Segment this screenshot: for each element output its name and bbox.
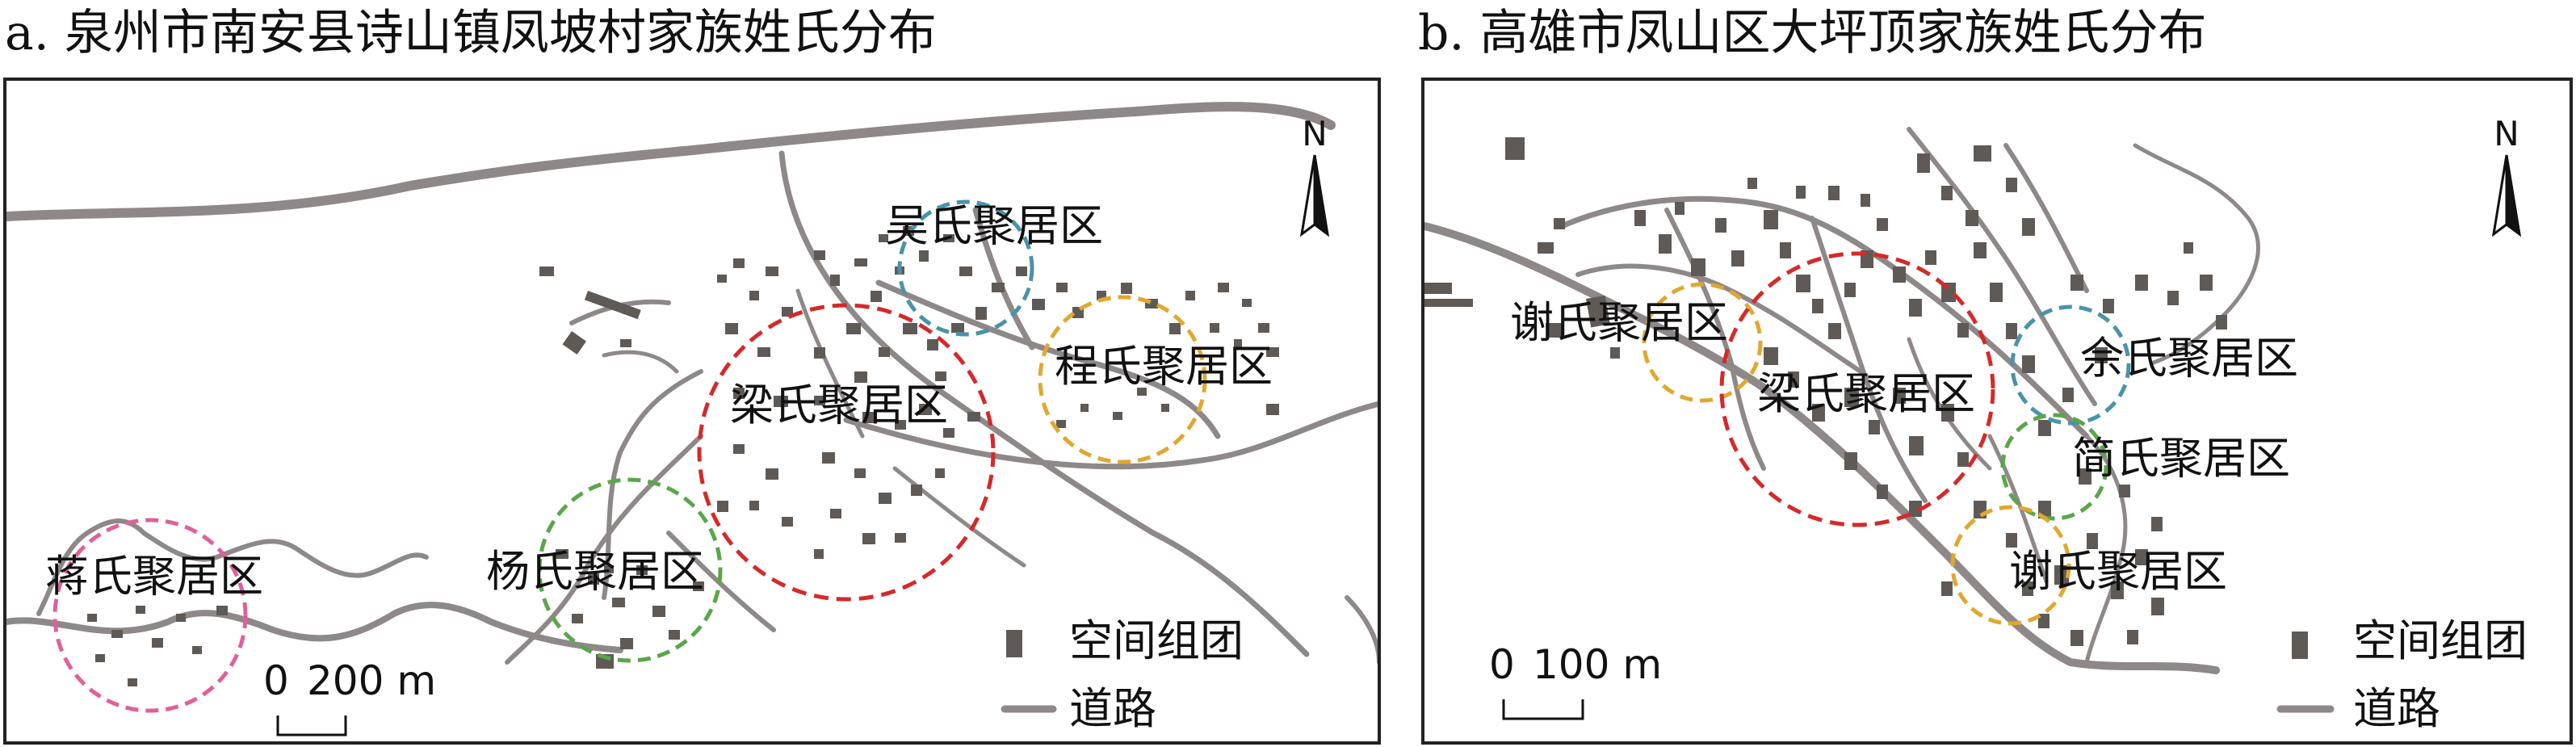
- north-a-label: N: [1302, 114, 1327, 153]
- legend-b-block-label: 空间组团: [2353, 615, 2528, 666]
- cluster-b-xie-circle: [1642, 282, 1763, 403]
- panel-a-blocks: [87, 226, 1279, 686]
- scale-bar-a: 0 200 m: [263, 657, 436, 737]
- cluster-a-jiang-label: 蒋氏聚居区: [45, 551, 263, 602]
- legend-a-road-label: 道路: [1069, 683, 1156, 734]
- scale-a-zero: 0: [263, 657, 289, 704]
- scale-b-value: 100 m: [1533, 641, 1662, 688]
- cluster-b-she-circle: [2010, 304, 2131, 426]
- panel-b-title: b. 高雄市凤山区大坪顶家族姓氏分布: [1418, 5, 2207, 61]
- cluster-b-xie2-label: 谢氏聚居区: [2009, 546, 2227, 597]
- panel-b-map: 谢氏聚居区 梁氏聚居区 佘氏聚居区 简氏聚居区 谢氏聚居区 N 0 100 m …: [1421, 78, 2573, 745]
- panel-a-title: a. 泉州市南安县诗山镇凤坡村家族姓氏分布: [5, 5, 937, 61]
- scale-a-value: 200 m: [307, 657, 436, 704]
- cluster-a-yang-label: 杨氏聚居区: [486, 546, 704, 597]
- cluster-a-wu-label: 吴氏聚居区: [885, 200, 1103, 251]
- panel-a-svg: 吴氏聚居区 程氏聚居区 梁氏聚居区 杨氏聚居区 蒋氏聚居区 N 0 200 m …: [6, 102, 1378, 737]
- legend-b: 空间组团 道路: [2276, 615, 2528, 734]
- cluster-a-wu-circle: [897, 199, 1034, 337]
- legend-b-block-icon: [2292, 632, 2308, 659]
- cluster-a-cheng-label: 程氏聚居区: [1055, 341, 1273, 392]
- cluster-b-she-label: 佘氏聚居区: [2080, 333, 2298, 384]
- scale-bar-b: 0 100 m: [1489, 641, 1662, 720]
- cluster-a-jiang-circle: [52, 518, 248, 713]
- cluster-b-jian-circle: [2000, 413, 2108, 521]
- legend-a-block-icon: [1006, 630, 1022, 657]
- cluster-a-liang-circle: [697, 303, 996, 602]
- cluster-b-xie2-circle: [1950, 505, 2071, 626]
- north-arrow-b-icon: N: [2491, 114, 2522, 237]
- legend-a: 空间组团 道路: [1001, 615, 1244, 734]
- north-b-label: N: [2494, 114, 2519, 153]
- legend-b-road-label: 道路: [2353, 683, 2440, 734]
- cluster-b-liang-label: 梁氏聚居区: [1757, 368, 1975, 419]
- cluster-a-liang-label: 梁氏聚居区: [730, 380, 948, 430]
- legend-a-block-label: 空间组团: [1069, 615, 1244, 666]
- panel-b-svg: 谢氏聚居区 梁氏聚居区 佘氏聚居区 简氏聚居区 谢氏聚居区 N 0 100 m …: [1424, 114, 2528, 734]
- panel-b-blocks: [1424, 137, 2227, 646]
- cluster-b-jian-label: 简氏聚居区: [2072, 433, 2290, 484]
- cluster-b-xie-label: 谢氏聚居区: [1510, 297, 1728, 348]
- panel-a-roads: [6, 102, 1378, 665]
- cluster-b-liang-circle: [1719, 251, 1995, 527]
- panel-a-map: 吴氏聚居区 程氏聚居区 梁氏聚居区 杨氏聚居区 蒋氏聚居区 N 0 200 m …: [3, 78, 1381, 745]
- north-arrow-a-icon: N: [1299, 114, 1330, 237]
- cluster-a-yang-circle: [537, 477, 723, 663]
- scale-b-zero: 0: [1489, 641, 1515, 688]
- cluster-a-cheng-circle: [1038, 295, 1207, 464]
